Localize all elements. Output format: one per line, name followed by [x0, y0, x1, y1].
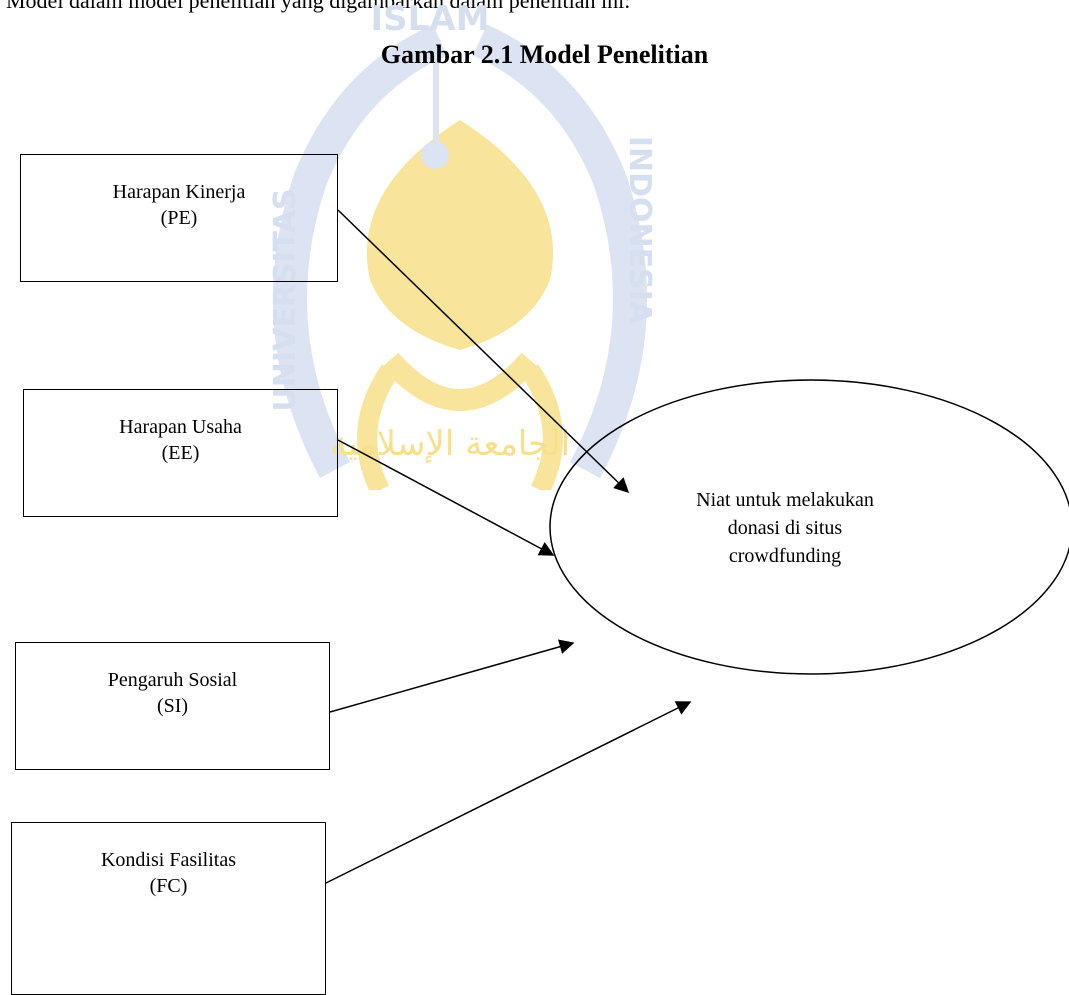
- outcome-label: Niat untuk melakukan donasi di situs cro…: [640, 486, 930, 570]
- university-watermark: ISLAM UNIVERSITAS INDONESIA الجامعة الإس…: [268, 0, 657, 490]
- outcome-oval: [549, 379, 1069, 675]
- box-effort-expectancy: Harapan Usaha (EE): [23, 389, 338, 517]
- watermark-text-left: UNIVERSITAS: [268, 188, 303, 411]
- box-performance-expectancy: Harapan Kinerja (PE): [20, 154, 338, 282]
- watermark-text-right: INDONESIA: [622, 136, 657, 325]
- watermark-text-top: ISLAM: [371, 0, 490, 39]
- box-fc-label: Kondisi Fasilitas: [100, 849, 236, 871]
- figure-title: Gambar 2.1 Model Penelitian: [380, 40, 709, 69]
- arrow-ee: [337, 439, 555, 556]
- box-ee-label: Harapan Usaha: [119, 416, 242, 438]
- outcome-line-3: crowdfunding: [728, 545, 842, 567]
- arrow-si: [329, 639, 575, 713]
- box-facilitating-conditions: Kondisi Fasilitas (FC): [11, 822, 326, 995]
- watermark-stem: [433, 60, 439, 160]
- box-si-code: (SI): [156, 695, 189, 717]
- box-pe-code: (PE): [160, 207, 198, 229]
- box-pe-label: Harapan Kinerja: [112, 181, 246, 203]
- watermark-lower-right: [521, 364, 563, 490]
- arrow-fc: [325, 701, 692, 884]
- arrow-pe: [337, 209, 630, 494]
- box-fc-code: (FC): [149, 875, 188, 897]
- box-ee-code: (EE): [161, 442, 200, 464]
- box-si-label: Pengaruh Sosial: [107, 669, 238, 691]
- watermark-lower-left: [357, 364, 399, 490]
- outcome-line-2: donasi di situs: [727, 517, 843, 539]
- outcome-line-1: Niat untuk melakukan: [696, 489, 874, 511]
- watermark-right-arc: [472, 24, 647, 479]
- watermark-base: [381, 352, 539, 411]
- intro-text: Model dalam model penelitian yang digamb…: [6, 0, 631, 13]
- box-social-influence: Pengaruh Sosial (SI): [15, 642, 330, 770]
- watermark-flame: [366, 120, 554, 350]
- watermark-left-arc: [273, 24, 448, 479]
